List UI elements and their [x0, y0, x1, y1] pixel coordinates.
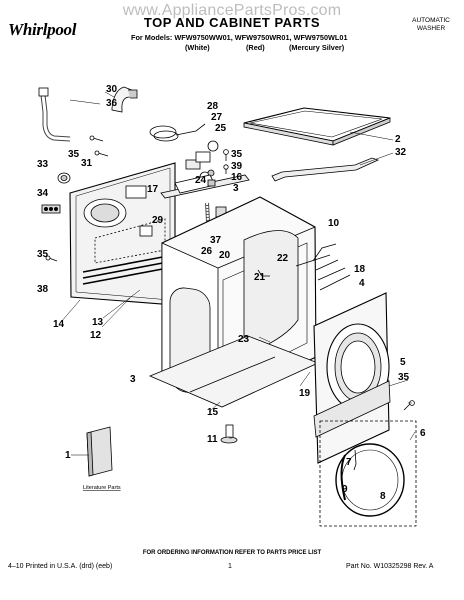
watermark-text: www.AppliancePartsPros.com [122, 2, 342, 19]
callout-25: 25 [215, 123, 227, 134]
callout-28: 28 [207, 101, 219, 112]
wire-harness-coil [149, 123, 206, 142]
print-info: 4–10 Printed in U.S.A. (drd) (eeb) [8, 563, 113, 570]
color-white: (White) [185, 43, 210, 52]
callout-7: 7 [346, 457, 352, 468]
drain-hose [38, 87, 71, 142]
color-red: (Red) [246, 43, 265, 52]
callout-33: 33 [37, 159, 49, 170]
callout-8: 8 [380, 491, 386, 502]
callout-11: 11 [207, 434, 218, 445]
callout-26: 26 [201, 246, 213, 257]
top-bracket [271, 157, 380, 182]
literature-booklet [86, 426, 113, 477]
front-panel [313, 292, 390, 464]
callout-35-a: 35 [68, 149, 80, 160]
callout-29: 29 [152, 215, 164, 226]
callout-39: 39 [231, 161, 243, 172]
top-panel [243, 107, 391, 146]
callout-3-a: 3 [233, 183, 239, 194]
grommet [57, 172, 71, 184]
callout-2: 2 [395, 134, 401, 145]
callout-24: 24 [195, 175, 207, 186]
callout-35-c: 35 [37, 249, 49, 260]
callout-35-d: 35 [398, 372, 410, 383]
callout-4: 4 [359, 278, 365, 289]
callout-38: 38 [37, 284, 49, 295]
callout-1: 1 [65, 450, 71, 461]
wiring-harness [257, 243, 351, 291]
callout-35-b: 35 [231, 149, 243, 160]
callout-22: 22 [277, 253, 289, 264]
appliance-type: AUTOMATIC WASHER [412, 17, 450, 32]
callout-37: 37 [210, 235, 222, 246]
literature-label: Literature Parts [83, 485, 121, 491]
ordering-note: FOR ORDERING INFORMATION REFER TO PARTS … [142, 550, 322, 556]
rear-panel [69, 162, 176, 306]
page-number: 1 [228, 563, 232, 570]
callout-13: 13 [92, 317, 104, 328]
callout-17: 17 [147, 184, 159, 195]
screw-group [45, 135, 415, 411]
callout-32: 32 [395, 147, 407, 158]
callout-20: 20 [219, 250, 231, 261]
callout-16: 16 [231, 172, 243, 183]
door-seal-inset [319, 420, 417, 527]
callout-34: 34 [37, 188, 49, 199]
hose-hook [111, 86, 138, 113]
document-part-number: Part No. W10325298 Rev. A [346, 563, 434, 570]
model-subtitle: For Models: WFW9750WW01, WFW9750WR01, WF… [131, 33, 348, 42]
control-rail [160, 174, 250, 199]
callout-12: 12 [90, 330, 102, 341]
callout-31: 31 [81, 158, 93, 169]
hinge-bracket [41, 204, 61, 214]
callout-30: 30 [106, 84, 118, 95]
callout-3-b: 3 [130, 374, 136, 385]
leader-lines [60, 91, 416, 456]
leveling-leg [220, 424, 238, 444]
callout-9: 9 [342, 484, 348, 495]
callout-19: 19 [299, 388, 311, 399]
callout-15: 15 [207, 407, 219, 418]
callout-36: 36 [106, 98, 118, 109]
callout-27: 27 [211, 112, 223, 123]
callout-18: 18 [354, 264, 366, 275]
color-mercury-silver: (Mercury Silver) [289, 43, 345, 52]
page-title: TOP AND CABINET PARTS [143, 15, 321, 30]
kickplate [313, 380, 391, 438]
callout-10: 10 [328, 218, 340, 229]
brand-logo: Whirlpool [8, 20, 77, 39]
callout-14: 14 [53, 319, 65, 330]
callout-5: 5 [400, 357, 406, 368]
callout-23: 23 [238, 334, 250, 345]
callout-6: 6 [420, 428, 426, 439]
callout-21: 21 [254, 272, 266, 283]
